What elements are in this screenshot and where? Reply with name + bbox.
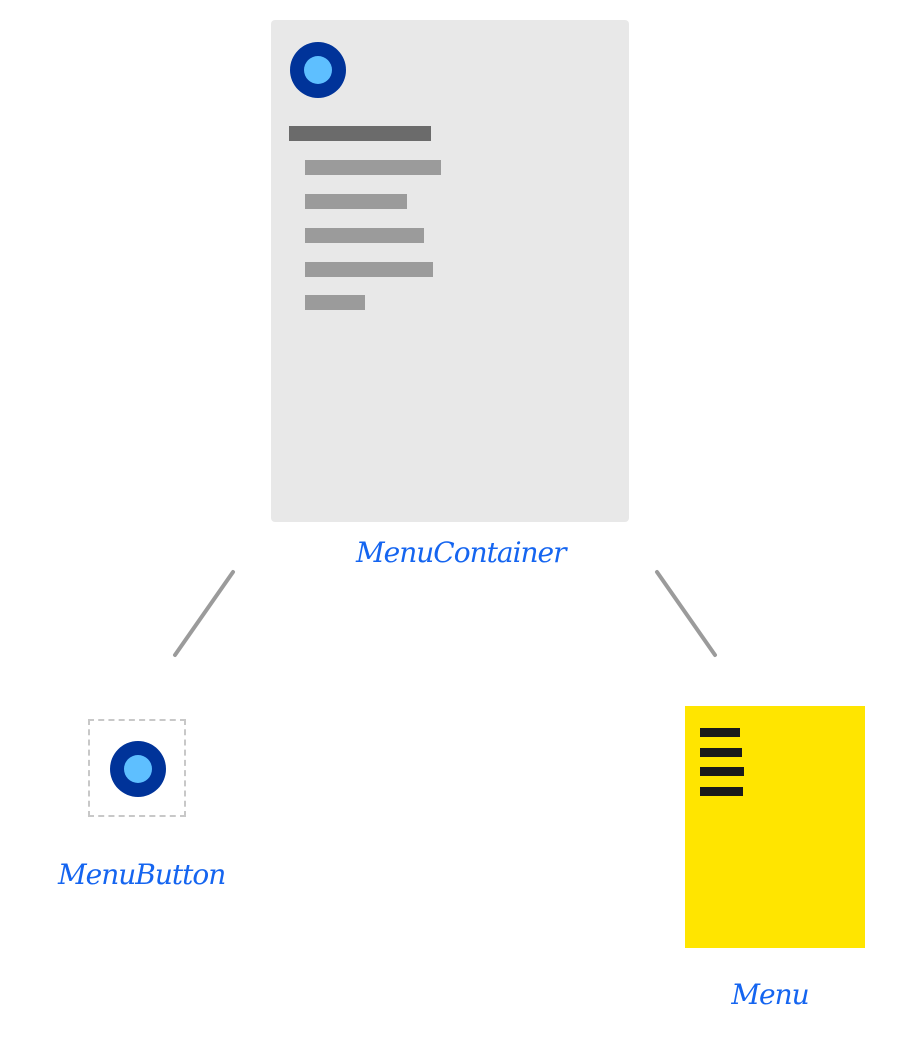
menu-item-bar xyxy=(305,295,365,310)
menu-panel xyxy=(685,706,865,948)
menu-item-bar xyxy=(305,194,407,209)
menu-button-frame xyxy=(88,719,186,817)
menu-item-bar xyxy=(305,228,424,243)
menu-label: Menu xyxy=(731,978,809,1011)
connector-container-to-button xyxy=(173,570,235,657)
menu-container-label: MenuContainer xyxy=(356,536,567,569)
menu-item-bar xyxy=(305,262,433,277)
menu-item-bar xyxy=(305,160,441,175)
menu-button-label: MenuButton xyxy=(58,858,226,891)
hamburger-icon xyxy=(700,728,744,796)
menu-button-circle-icon xyxy=(110,741,166,797)
connector-container-to-menu xyxy=(655,570,717,657)
menu-button-circle-icon xyxy=(290,42,346,98)
menu-heading-bar xyxy=(289,126,431,141)
